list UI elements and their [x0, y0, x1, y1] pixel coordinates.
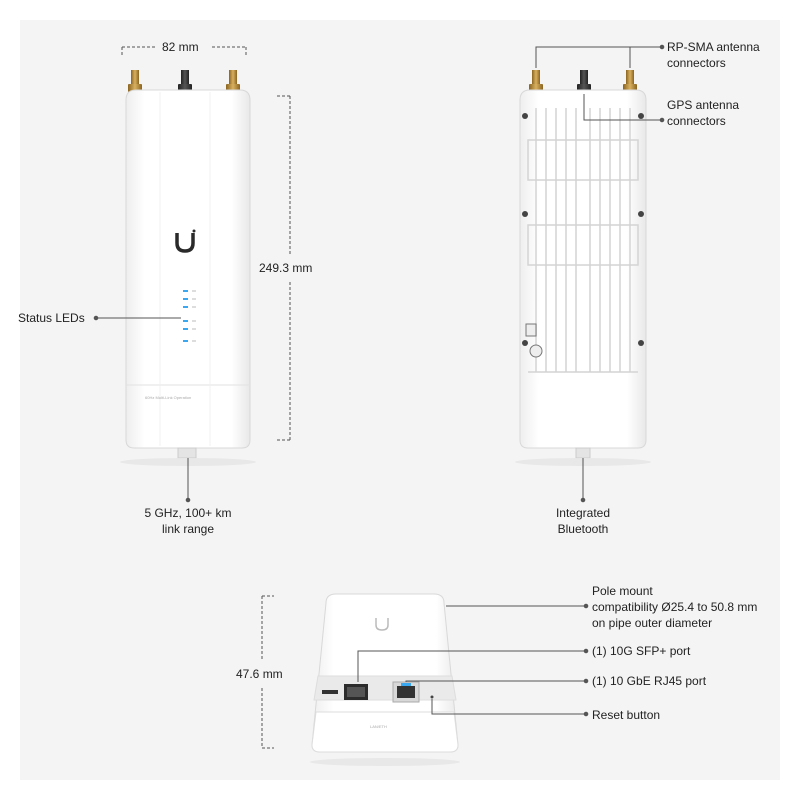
- sfp-plus-port: [322, 684, 368, 700]
- heatsink-fins: [535, 108, 631, 372]
- port-cover: [311, 711, 459, 753]
- front-device-body: [125, 89, 251, 449]
- rj45-port-label: (1) 10 GbE RJ45 port: [592, 674, 707, 688]
- gps-label-line1: GPS antenna: [667, 98, 740, 112]
- reset-button-hole: [430, 695, 434, 699]
- gps-label-line2: connectors: [667, 114, 726, 128]
- ground-lug-icon: [525, 323, 543, 358]
- back-rp-sma-connector-left: [529, 70, 543, 92]
- status-leds-label: Status LEDs: [18, 311, 85, 325]
- front-mount-stub: [177, 447, 197, 459]
- link-range-label-line2: link range: [161, 522, 215, 536]
- reset-button-label: Reset button: [592, 708, 661, 722]
- gps-leader: [583, 94, 665, 123]
- back-gps-connector: [577, 70, 591, 92]
- sfp-port-label: (1) 10G SFP+ port: [592, 644, 691, 658]
- pole-mount-label-line2: compatibility Ø25.4 to 50.8 mm: [592, 600, 758, 614]
- front-rp-sma-connector-right: [226, 70, 240, 92]
- rp-sma-label-line2: connectors: [667, 56, 726, 70]
- pole-mount-label-line3: on pipe outer diameter: [592, 616, 713, 630]
- bluetooth-label: Integrated Bluetooth: [533, 505, 633, 537]
- rj45-port: [392, 681, 420, 703]
- back-rp-sma-connector-right: [623, 70, 637, 92]
- gps-label: GPS antenna connectors: [667, 97, 739, 129]
- depth-dimension-line: [261, 595, 274, 749]
- bluetooth-label-line2: Bluetooth: [557, 522, 609, 536]
- link-range-label: 5 GHz, 100+ km link range: [128, 505, 248, 537]
- back-device-body: [519, 89, 647, 449]
- front-gps-connector: [178, 70, 192, 92]
- width-dimension-label: 82 mm: [162, 40, 199, 54]
- pole-mount-label-line1: Pole mount: [592, 584, 653, 598]
- pole-mount-leader: [446, 603, 589, 609]
- bottom-view: [261, 593, 589, 766]
- rj45-leader: [405, 678, 589, 684]
- width-dimension-line: [121, 46, 247, 56]
- link-range-label-line1: 5 GHz, 100+ km: [144, 506, 232, 520]
- back-mount-stub: [575, 447, 591, 459]
- height-dimension-label: 249.3 mm: [259, 261, 313, 275]
- front-rp-sma-connector-left: [128, 70, 142, 92]
- rp-sma-leader: [535, 44, 665, 68]
- height-dimension-line: [277, 95, 291, 441]
- rp-sma-label-line1: RP-SMA antenna: [667, 40, 760, 54]
- rp-sma-label: RP-SMA antenna connectors: [667, 39, 760, 71]
- status-leds-leader: [93, 315, 181, 321]
- sfp-leader: [357, 648, 589, 682]
- port-recess: [313, 675, 457, 701]
- depth-dimension-label: 47.6 mm: [236, 667, 283, 681]
- front-device-caption: 60Hz Multi-Link Operation: [145, 395, 192, 400]
- back-view: [515, 44, 665, 503]
- bluetooth-leader: [580, 458, 586, 503]
- link-range-leader: [185, 458, 191, 503]
- ubiquiti-logo-icon: [175, 229, 196, 253]
- status-leds: [183, 290, 196, 342]
- bottom-logo-icon: [375, 618, 389, 631]
- pole-mount-label: Pole mount compatibility Ø25.4 to 50.8 m…: [592, 583, 757, 631]
- front-view: [93, 46, 291, 503]
- mount-screws: [522, 113, 644, 346]
- bluetooth-label-line1: Integrated: [555, 506, 611, 520]
- bottom-device-caption: LAN/ETH: [370, 724, 387, 729]
- reset-leader: [431, 699, 589, 717]
